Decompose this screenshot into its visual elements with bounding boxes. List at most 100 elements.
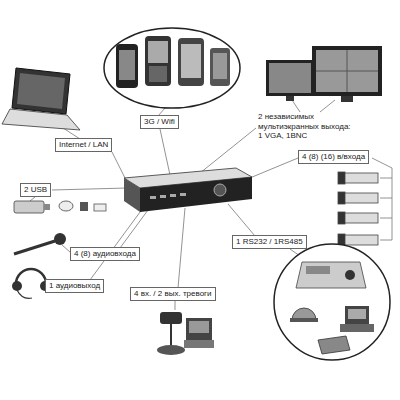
wire	[380, 218, 392, 219]
alarm-base	[184, 340, 214, 348]
laptop	[2, 68, 80, 130]
phone-screen	[119, 50, 135, 80]
alarm-panel	[186, 318, 212, 340]
dvr-button	[170, 194, 176, 197]
rs-devices	[274, 244, 390, 360]
label-box: 2 USB	[20, 183, 51, 197]
usb-device	[94, 204, 106, 211]
phone-screen	[148, 41, 168, 63]
pos-terminal	[345, 306, 369, 324]
label-box: Internet / LAN	[55, 138, 112, 152]
camera-lens	[338, 212, 345, 224]
wire	[292, 100, 300, 112]
wire	[372, 158, 392, 168]
monitor	[312, 46, 382, 96]
usb-device	[80, 202, 88, 211]
headset-band	[16, 269, 46, 284]
phones	[104, 28, 240, 108]
monitor-screen	[316, 50, 378, 92]
label-text: Internet / LAN	[59, 140, 108, 150]
label-box: 4 (8) (16) в/входа	[298, 150, 369, 164]
dvr-button	[180, 193, 186, 196]
label-text: 1 RS232 / 1RS485	[236, 237, 303, 247]
monitors	[266, 46, 382, 102]
screen-split	[316, 71, 378, 72]
monitor-stand	[286, 96, 294, 101]
alarm-devices	[157, 312, 214, 355]
phone-screen	[181, 44, 201, 78]
camera-lens	[338, 192, 345, 204]
pos-base	[340, 324, 374, 332]
mic-head	[54, 233, 66, 245]
alarm-sensor	[160, 312, 182, 324]
laptop-screen	[12, 68, 70, 114]
laptop-base	[2, 109, 80, 130]
headset-cup	[12, 281, 22, 291]
monitor-screen	[269, 63, 311, 93]
wire	[30, 197, 35, 201]
keyboard-display	[306, 266, 330, 274]
alarm-stand	[170, 324, 172, 345]
wire	[178, 208, 185, 288]
dvr-button	[160, 195, 166, 198]
joystick	[345, 270, 355, 280]
wire	[380, 178, 392, 179]
wire	[380, 240, 392, 241]
label-text: 1 аудиовыход	[49, 281, 100, 291]
label-box: 1 аудиовыход	[45, 279, 104, 293]
phones-ellipse	[104, 28, 240, 108]
wire	[392, 168, 393, 240]
dvr-front	[140, 177, 252, 212]
usb-plug	[44, 204, 50, 210]
label-text: 2 USB	[24, 185, 47, 195]
wire	[245, 158, 298, 180]
output-label: 2 независимых мультиэкранных выхода: 1 V…	[258, 112, 356, 141]
usb-devices	[14, 201, 106, 213]
alarm-screen	[189, 321, 209, 333]
wire	[52, 188, 127, 190]
camera	[344, 235, 378, 245]
camera	[344, 193, 378, 203]
label-text: 3G / Wifi	[144, 117, 175, 127]
label-box: 4 (8) аудиовхода	[70, 247, 140, 261]
dvr	[124, 168, 252, 212]
cameras	[338, 172, 378, 246]
wires	[30, 100, 392, 310]
laptop-display	[17, 73, 65, 109]
wire	[62, 245, 70, 252]
rs-circle	[274, 244, 390, 360]
label-box: 1 RS232 / 1RS485	[232, 235, 307, 249]
phone	[145, 36, 171, 86]
label-text: 4 (8) (16) в/входа	[302, 152, 365, 162]
ptz-mount	[290, 318, 318, 322]
wire	[90, 208, 143, 280]
wire	[380, 198, 392, 199]
wire	[120, 210, 148, 248]
wire	[160, 129, 170, 175]
camera	[344, 213, 378, 223]
alarm-base	[157, 345, 185, 355]
wire	[175, 301, 176, 310]
mic-handle	[14, 241, 55, 254]
usb-stick	[14, 201, 44, 213]
wire	[200, 128, 256, 173]
phone	[178, 38, 204, 86]
label-text: 4 (8) аудиовхода	[74, 249, 136, 259]
pos-screen	[348, 309, 366, 319]
phone	[116, 44, 138, 88]
dvr-button	[150, 196, 156, 199]
usb-mouse	[59, 201, 73, 211]
dvr-side	[124, 178, 140, 212]
ptz-keyboard	[296, 262, 366, 288]
wire	[320, 100, 335, 112]
camera	[344, 173, 378, 183]
dvr-knob	[214, 184, 226, 196]
phone	[210, 48, 230, 86]
headset-mic	[17, 290, 32, 298]
label-box: 4 вх. / 2 вых. тревоги	[130, 287, 216, 301]
label-text: 4 вх. / 2 вых. тревоги	[134, 289, 212, 299]
wire	[228, 204, 255, 236]
card-reader	[318, 336, 350, 354]
